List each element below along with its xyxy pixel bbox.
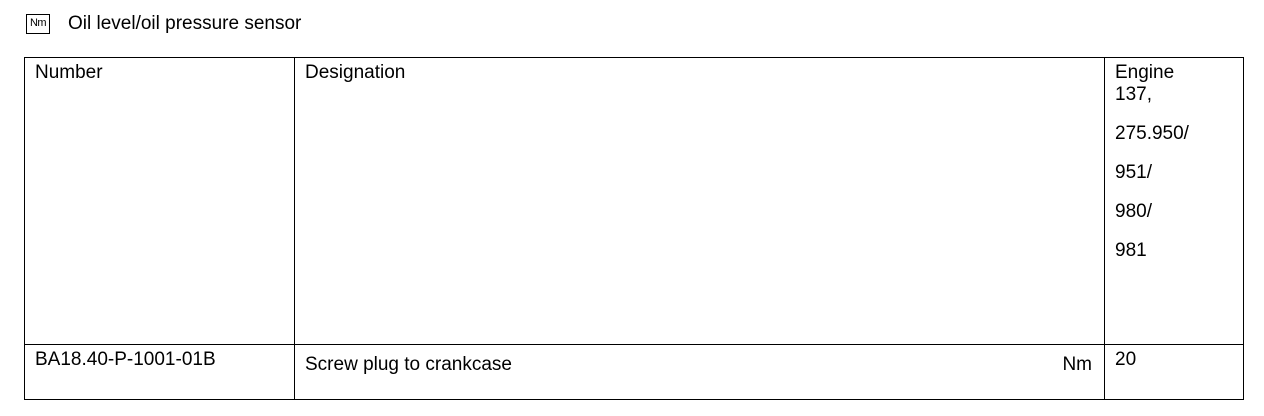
- engine-model: 981: [1115, 240, 1147, 261]
- unit-label: Nm: [1062, 354, 1092, 375]
- designation-text: Screw plug to crankcase: [305, 354, 512, 375]
- designation-cell: Screw plug to crankcase Nm: [294, 344, 1105, 400]
- section-title: Oil level/oil pressure sensor: [68, 13, 302, 34]
- engine-model: 137,: [1115, 84, 1152, 105]
- engine-header-label: Engine: [1115, 62, 1175, 83]
- torque-value-cell: 20: [1104, 344, 1244, 400]
- part-number-cell: BA18.40-P-1001-01B: [24, 344, 295, 400]
- section-heading: Nm Oil level/oil pressure sensor: [26, 10, 301, 38]
- table-row: BA18.40-P-1001-01B Screw plug to crankca…: [24, 344, 1244, 400]
- column-header-number: Number: [24, 57, 295, 345]
- torque-nm-icon: Nm: [26, 14, 50, 34]
- column-header-designation: Designation: [294, 57, 1105, 345]
- torque-spec-table: Number Designation Engine 137, 275.950/ …: [24, 57, 1244, 400]
- table-header-row: Number Designation Engine 137, 275.950/ …: [24, 57, 1244, 345]
- engine-model: 951/: [1115, 162, 1152, 183]
- engine-model: 980/: [1115, 201, 1152, 222]
- column-header-engine: Engine 137, 275.950/ 951/ 980/ 981: [1104, 57, 1244, 345]
- engine-model: 275.950/: [1115, 123, 1189, 144]
